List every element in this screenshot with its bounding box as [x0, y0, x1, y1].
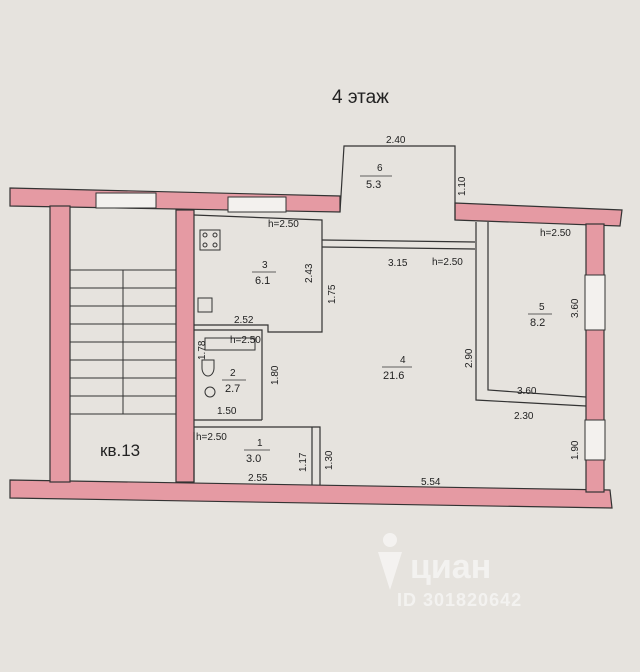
- window: [584, 419, 606, 461]
- room-number: 1: [257, 438, 263, 449]
- room-number: 5: [539, 302, 545, 313]
- room-number: 4: [400, 355, 406, 366]
- sink-icon: [197, 297, 213, 313]
- dimension-label: 1.50: [217, 406, 237, 417]
- ceiling-height: h=2.50: [230, 335, 261, 346]
- room-area: 8.2: [530, 317, 545, 329]
- dimension-label: 2.90: [464, 348, 475, 368]
- room-outlines: [193, 145, 587, 485]
- stove-icon: [199, 229, 221, 251]
- ceiling-heights: h=2.50 h=2.50 h=2.50 h=2.50 h=2.50: [196, 219, 571, 443]
- ceiling-height: h=2.50: [268, 219, 299, 230]
- window: [227, 196, 287, 213]
- room-number: 6: [377, 163, 383, 174]
- dimension-label: 2.30: [514, 411, 534, 422]
- room-area: 3.0: [246, 453, 261, 465]
- ceiling-height: h=2.50: [432, 257, 463, 268]
- room-labels: 6 5.3 3 6.1 4 21.6 5 8.2 2 2.7 1 3.0: [222, 163, 552, 465]
- dimensions: 2.40 3.15 2.52 3.60 2.30 1.50 2.55 5.54 …: [197, 135, 581, 488]
- watermark-brand: циан: [410, 548, 491, 586]
- room-area: 6.1: [255, 275, 270, 287]
- ceiling-height: h=2.50: [196, 432, 227, 443]
- dimension-label: 3.60: [570, 298, 581, 318]
- dimension-label: 1.78: [197, 340, 208, 360]
- watermark-id: ID 301820642: [397, 590, 522, 610]
- watermark-pin-tail: [378, 552, 402, 590]
- watermark: циан ID 301820642: [378, 533, 522, 610]
- dimension-label: 1.80: [270, 365, 281, 385]
- dimension-label: 1.17: [298, 452, 309, 472]
- dimension-label: 2.40: [386, 135, 406, 146]
- dimension-label: 1.90: [570, 440, 581, 460]
- left-wall: [49, 205, 71, 483]
- dimension-label: 2.43: [304, 263, 315, 283]
- dimension-label: 1.75: [327, 284, 338, 304]
- room-area: 2.7: [225, 383, 240, 395]
- fixtures: [197, 229, 256, 398]
- room-area: 21.6: [383, 370, 404, 382]
- windows: [95, 192, 606, 461]
- window: [95, 192, 157, 209]
- dimension-label: 1.10: [457, 176, 468, 196]
- dimension-label: 3.15: [388, 258, 408, 269]
- room-number: 3: [262, 260, 268, 271]
- dimension-label: 2.52: [234, 315, 254, 326]
- location-pin-icon: [383, 533, 397, 547]
- toilet-icon: [201, 359, 215, 377]
- ceiling-height: h=2.50: [540, 228, 571, 239]
- staircase: [70, 269, 176, 415]
- room-area: 5.3: [366, 179, 381, 191]
- room-number: 2: [230, 368, 236, 379]
- dimension-label: 2.55: [248, 473, 268, 484]
- dimension-label: 5.54: [421, 477, 441, 488]
- washbasin-icon: [204, 386, 216, 398]
- stair-wall: [175, 209, 195, 483]
- apartment-label: кв.13: [100, 441, 140, 460]
- window: [584, 274, 606, 331]
- dimension-label: 3.60: [517, 386, 537, 397]
- top-wall-right: [454, 202, 623, 227]
- floor-title: 4 этаж: [332, 87, 389, 108]
- dimension-label: 1.30: [324, 450, 335, 470]
- bottom-wall: [9, 479, 613, 509]
- bathtub-icon: [204, 337, 256, 351]
- walls: [9, 187, 623, 509]
